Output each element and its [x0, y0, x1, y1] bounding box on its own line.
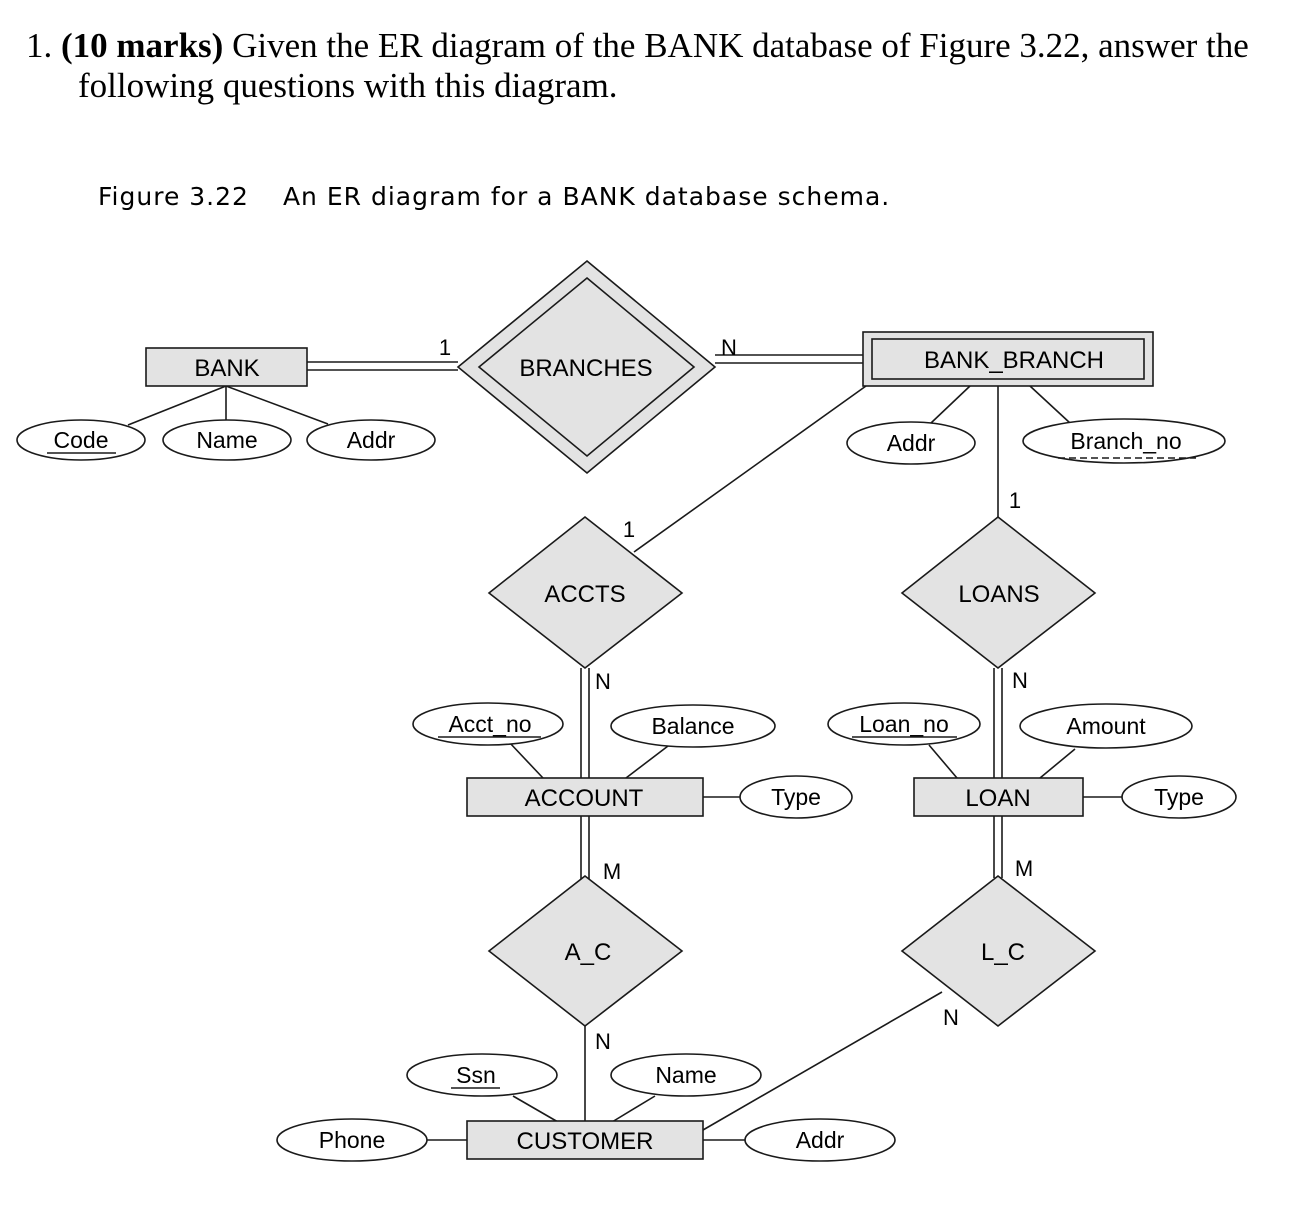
attr-bank-name — [162, 419, 292, 461]
figure-number: Figure 3.22 — [98, 182, 249, 211]
card-loans-branch: 1 — [1009, 488, 1021, 513]
question-marks: (10 marks) — [61, 26, 224, 65]
attr-branch-no — [1022, 418, 1226, 464]
attr-acct-no — [412, 702, 564, 746]
line-lc-customer — [702, 991, 943, 1131]
line-bank-code — [127, 385, 227, 426]
entity-customer-label: CUSTOMER — [517, 1128, 654, 1155]
line-customer-ssn — [512, 1095, 559, 1123]
line-loan-amount — [1039, 748, 1076, 779]
entity-bank-branch: BANK_BRANCH — [862, 331, 1154, 387]
attr-balance — [610, 704, 776, 748]
attr-bank-addr-label: Addr — [347, 427, 396, 453]
card-ac-account: M — [603, 859, 621, 884]
attr-bank-name-label: Name — [196, 427, 257, 453]
relationship-l-c-label: L_C — [981, 939, 1025, 966]
attr-loan-no-label: Loan_no — [859, 711, 949, 737]
entity-loan-label: LOAN — [965, 785, 1030, 812]
attr-bank-code-label: Code — [54, 427, 109, 453]
card-branches-branch: N — [721, 335, 737, 360]
attr-ssn-label: Ssn — [456, 1062, 496, 1088]
attr-customer-addr-label: Addr — [796, 1127, 845, 1153]
card-accts-account: N — [595, 669, 611, 694]
attr-loan-type-label: Type — [1154, 784, 1204, 810]
attr-bank-code — [16, 419, 146, 461]
card-bank-branches: 1 — [439, 335, 451, 360]
attr-loan-type — [1121, 775, 1237, 819]
relationship-accts-label: ACCTS — [544, 581, 625, 608]
figure-caption: Figure 3.22 An ER diagram for a BANK data… — [98, 182, 890, 211]
relationship-l-c: L_C — [900, 874, 1097, 1028]
question-line-1: Given the ER diagram of the BANK databas… — [232, 26, 1249, 65]
card-lc-customer: N — [943, 1005, 959, 1030]
line-branch-accts — [633, 385, 867, 553]
attr-customer-name-label: Name — [655, 1062, 716, 1088]
line-account-balance — [625, 745, 669, 779]
question-text: 1. (10 marks) Given the ER diagram of th… — [26, 26, 1276, 106]
attr-account-type — [739, 775, 853, 819]
attr-amount — [1019, 703, 1193, 749]
entity-account-label: ACCOUNT — [525, 785, 644, 812]
attr-customer-name — [610, 1053, 762, 1097]
card-accts-branch: 1 — [623, 517, 635, 542]
attr-bank-addr — [306, 419, 436, 461]
figure-title: An ER diagram for a BANK database schema… — [282, 182, 891, 211]
attr-acct-no-label: Acct_no — [448, 711, 531, 737]
attr-balance-label: Balance — [651, 713, 734, 739]
entity-account: ACCOUNT — [466, 777, 704, 817]
relationship-branches: BRANCHES — [456, 259, 717, 475]
relationship-a-c: A_C — [487, 874, 684, 1028]
relationship-a-c-label: A_C — [565, 939, 612, 966]
entity-loan: LOAN — [913, 777, 1084, 817]
line-customer-name — [611, 1095, 656, 1123]
relationship-loans: LOANS — [900, 515, 1097, 670]
attr-branch-addr-label: Addr — [887, 430, 936, 456]
attr-branch-no-label: Branch_no — [1070, 428, 1181, 454]
card-lc-loan: M — [1015, 856, 1033, 881]
entity-bank: BANK — [145, 347, 308, 387]
card-loans-loan: N — [1012, 668, 1028, 693]
entity-bank-branch-label: BANK_BRANCH — [924, 347, 1104, 374]
relationship-branches-label: BRANCHES — [519, 355, 652, 382]
line-account-acctno — [508, 741, 544, 779]
relationship-loans-label: LOANS — [958, 581, 1039, 608]
attr-ssn — [406, 1053, 558, 1097]
question-line-2: following questions with this diagram. — [78, 66, 618, 105]
attr-loan-no — [827, 702, 981, 746]
question-number: 1. — [26, 26, 53, 65]
relationship-accts: ACCTS — [487, 515, 684, 670]
attr-phone — [276, 1118, 428, 1162]
attr-account-type-label: Type — [771, 784, 821, 810]
connector-lines — [127, 354, 1123, 1141]
attr-amount-label: Amount — [1066, 713, 1146, 739]
line-bank-addr — [225, 385, 329, 425]
line-loan-loanno — [928, 744, 958, 779]
card-ac-customer: N — [595, 1029, 611, 1054]
attr-phone-label: Phone — [319, 1127, 386, 1153]
entity-bank-label: BANK — [194, 355, 259, 382]
attr-customer-addr — [744, 1118, 896, 1162]
attr-branch-addr — [846, 421, 976, 465]
line-branch-addr — [930, 385, 971, 424]
line-branch-no — [1029, 385, 1071, 424]
entity-customer: CUSTOMER — [466, 1120, 704, 1160]
